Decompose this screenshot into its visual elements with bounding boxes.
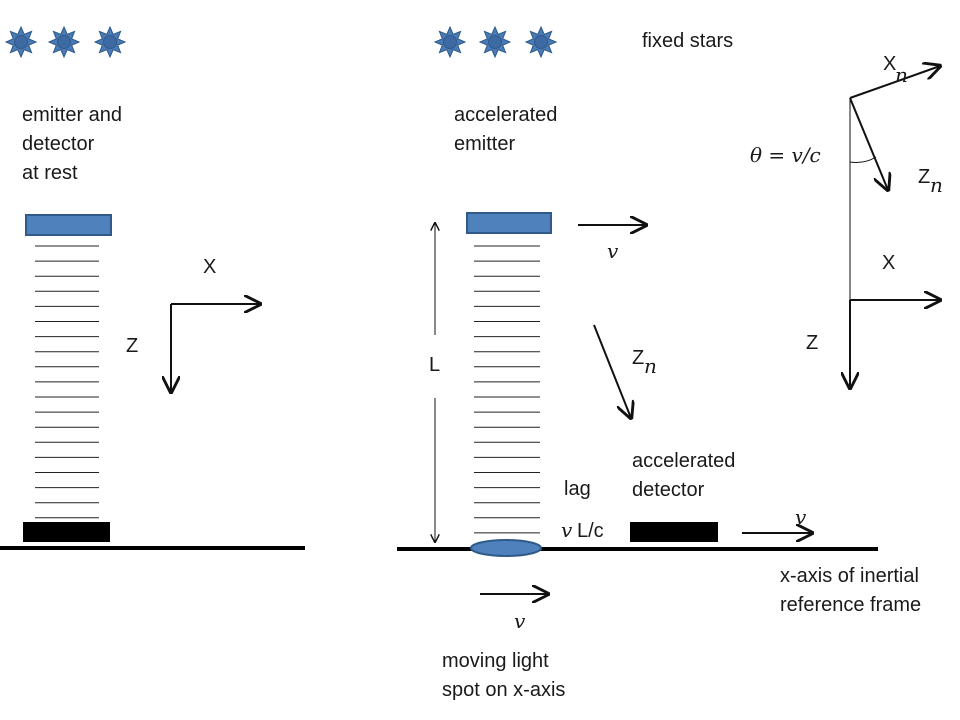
rest-emitter	[25, 214, 112, 236]
zn-rotated-label: Z	[918, 166, 930, 188]
length-label: L	[429, 354, 440, 376]
xn-axis-arrow	[849, 66, 940, 99]
rest-detector	[23, 522, 110, 542]
accel-detector-caption-line2: detector	[632, 479, 705, 501]
star-icon	[525, 26, 557, 58]
accelerated-detector	[630, 522, 718, 542]
detector-velocity-label: v	[795, 505, 807, 529]
rest-caption-line1: emitter and	[22, 104, 122, 126]
moving-light-spot	[470, 539, 542, 557]
lag-label: lag	[564, 478, 591, 500]
spot-velocity-label: v	[514, 609, 526, 633]
star-icon	[48, 26, 80, 58]
rest-axes	[171, 304, 260, 392]
x-axis-caption-line2: reference frame	[780, 594, 921, 616]
fixed-stars-left	[5, 26, 126, 58]
star-icon	[434, 26, 466, 58]
zn-axis-label: Z	[632, 347, 644, 369]
light-spot-caption-line2: spot on x-axis	[442, 679, 565, 701]
zn-rotated-subscript: n	[930, 173, 943, 197]
zn-rotated-axis-arrow	[849, 97, 888, 190]
rest-caption-line2: detector	[22, 133, 95, 155]
inertial-axes-right	[850, 300, 940, 388]
star-icon	[479, 26, 511, 58]
rest-axis-z-label: Z	[126, 335, 138, 357]
xn-label: X	[883, 53, 896, 75]
accel-emitter-caption-line1: accelerated	[454, 104, 557, 126]
fixed-stars-label: fixed stars	[642, 30, 733, 52]
rest-axis-x-label: X	[203, 256, 216, 278]
zn-axis-subscript: n	[644, 354, 657, 378]
right-axis-z-label: Z	[806, 332, 818, 354]
light-spot-caption-line1: moving light	[442, 650, 549, 672]
xn-subscript: n	[895, 63, 908, 87]
emitter-velocity-label: v	[607, 239, 619, 263]
rotated-axes	[849, 66, 940, 300]
theta-angle-arc	[849, 156, 877, 163]
theta-equation: θ = v/c	[750, 143, 821, 167]
accel-emitter-caption-line2: emitter	[454, 133, 515, 155]
accel-detector-caption-line1: accelerated	[632, 450, 735, 472]
rest-light-beam	[35, 245, 99, 519]
zn-axis-arrow	[593, 324, 631, 418]
lag-velocity-symbol: v	[561, 518, 573, 542]
accelerated-light-beam	[474, 245, 540, 534]
rest-caption-line3: at rest	[22, 162, 78, 184]
star-icon	[94, 26, 126, 58]
lag-value-label: L/c	[577, 520, 604, 542]
fixed-stars-right	[434, 26, 557, 58]
x-axis-caption-line1: x-axis of inertial	[780, 565, 919, 587]
accelerated-emitter	[466, 212, 552, 234]
right-axis-x-label: X	[882, 252, 895, 274]
star-icon	[5, 26, 37, 58]
